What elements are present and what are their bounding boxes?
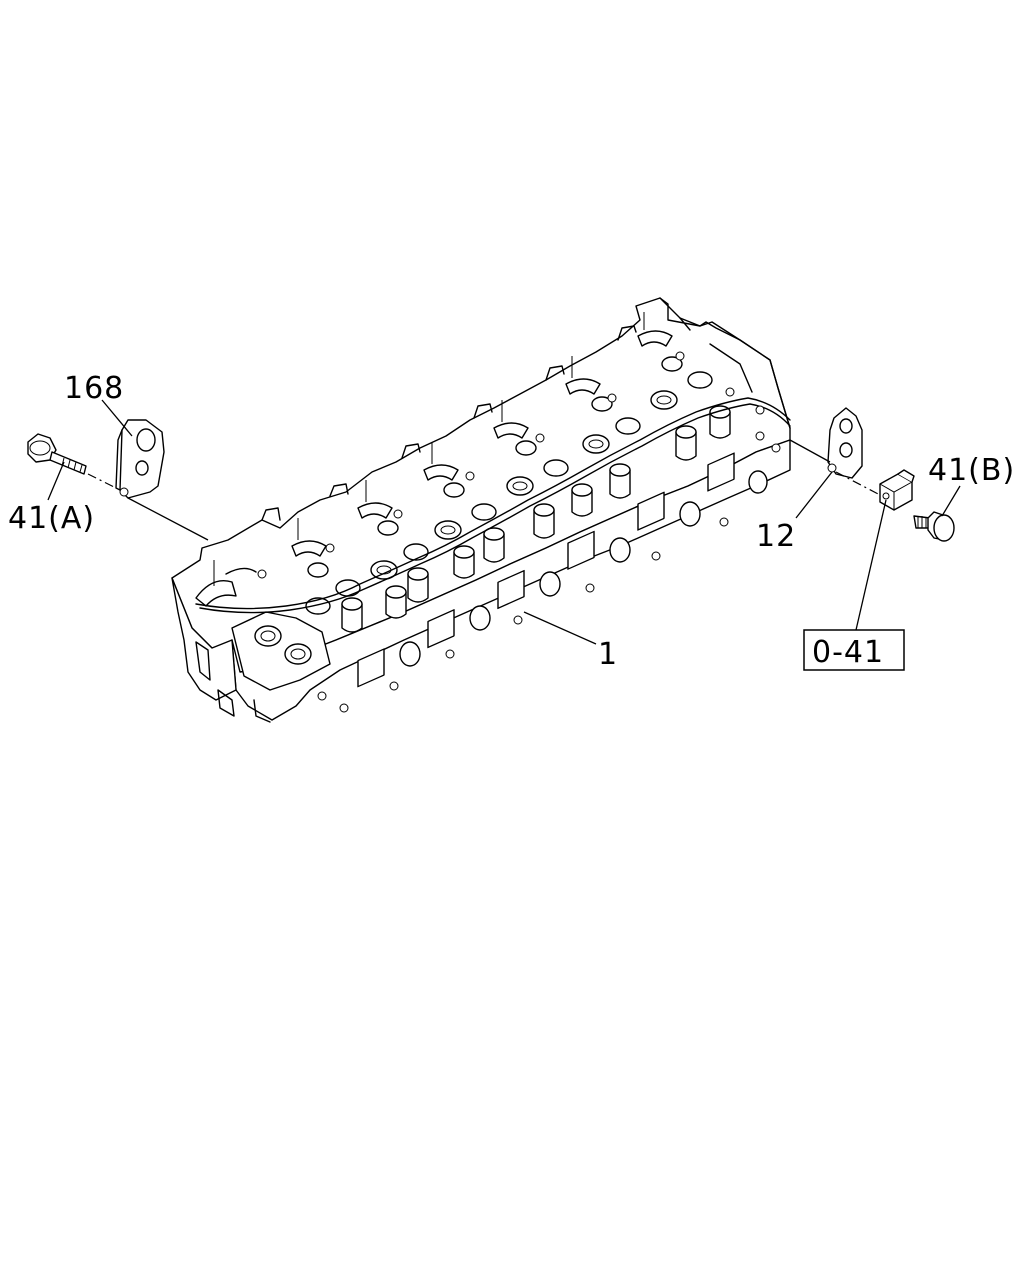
harness-clip [879, 469, 915, 511]
assembly-line-41a [87, 473, 117, 489]
cam-tower-teeth [261, 325, 637, 521]
cam-pit-walls [213, 312, 645, 586]
bracket-168-hole-upper [136, 428, 156, 452]
bracket-168-hole-lower [135, 460, 149, 476]
callout-41b: 41(B) [928, 453, 1015, 488]
leader-ref-0-41 [855, 499, 887, 631]
front-face-round-ports [399, 470, 768, 667]
corner-boss-port-2 [284, 643, 312, 665]
callout-41a: 41(A) [8, 501, 95, 536]
deck-bolt-holes [257, 351, 765, 579]
assembly-line-head-to-12 [789, 439, 831, 463]
callout-168: 168 [64, 371, 124, 406]
corner-boss-port-2-inner [290, 648, 306, 660]
callout-12: 12 [756, 519, 796, 554]
reference-box-0-41[interactable]: 0-41 [803, 629, 905, 671]
bolt-41a-shank [49, 451, 87, 475]
bolt-41b [913, 511, 955, 542]
cam-saddles [195, 330, 673, 607]
leader-41b [941, 485, 961, 517]
head-left-end [171, 577, 237, 701]
cylinder-head [171, 297, 791, 723]
bracket-168-edge [115, 429, 123, 491]
assembly-line-168-to-head [127, 497, 209, 541]
bolt-41b-head [933, 514, 955, 542]
corner-boss-port-1 [254, 625, 282, 647]
head-right-end [659, 297, 791, 429]
assembly-line-12-to-clip [835, 471, 883, 497]
leader-168 [101, 399, 133, 437]
exhaust-ports [357, 452, 735, 688]
bracket-12-hole-lower [839, 442, 853, 458]
leader-12 [795, 471, 833, 519]
wiring-harness-2 [199, 403, 791, 614]
reference-box-label: 0-41 [812, 635, 884, 670]
valve-seats [305, 356, 713, 615]
wiring-harness [195, 397, 791, 610]
bracket-12-hole-upper [839, 418, 853, 434]
reference-box-frame [803, 629, 905, 671]
bracket-12 [827, 407, 863, 479]
leader-1 [523, 611, 597, 645]
leader-41a [47, 461, 65, 501]
bolt-41a [27, 433, 87, 475]
head-left-end-lugs [195, 641, 271, 723]
bracket-168 [115, 419, 165, 499]
corner-boss-port-1-inner [260, 630, 276, 642]
callout-1: 1 [598, 637, 618, 672]
front-face-bolt-holes [317, 431, 781, 713]
injector-bosses [341, 405, 731, 633]
